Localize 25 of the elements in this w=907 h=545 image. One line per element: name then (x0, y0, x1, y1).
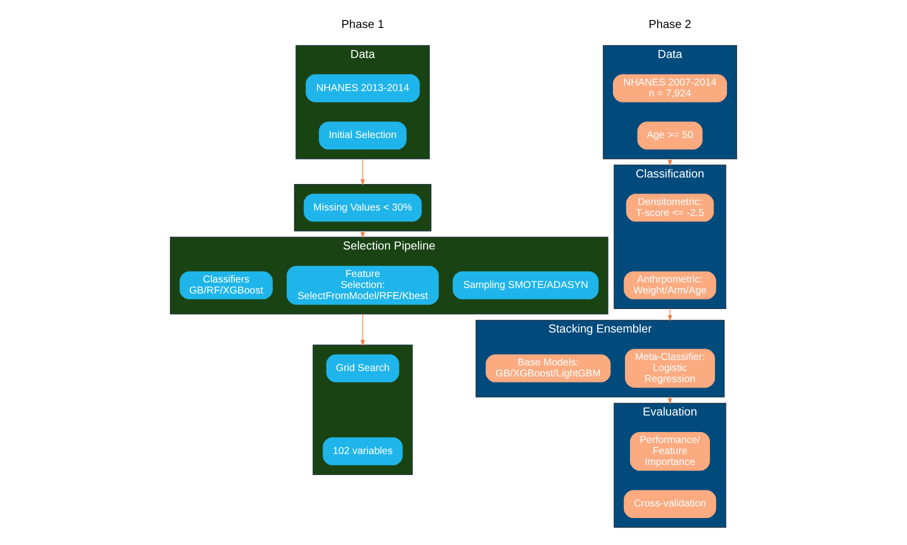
cluster (294, 184, 432, 232)
arrow (668, 158, 672, 166)
arrow (668, 308, 672, 322)
node-box: Age >= 50 (637, 122, 703, 150)
node-box: Sampling SMOTE/ADASYN (452, 271, 599, 300)
node-box: NHANES 2007-2014 n = 7,924 (612, 74, 727, 102)
node-box: Anthrpometric: Weight/Arm/Age (624, 271, 716, 300)
node-box: Missing Values < 30% (304, 194, 422, 222)
node-box: Feature Selection: SelectFromModel/RFE/Kbest (286, 266, 439, 305)
node-box: Base Models: GB/XGBoost/LightGBM (486, 354, 611, 382)
label: Phase 2 (648, 18, 692, 32)
node-box: Initial Selection (318, 122, 407, 150)
node-box: Classifiers GB/RF/XGBoost (180, 271, 273, 300)
cluster (312, 344, 413, 475)
label: Phase 1 (341, 18, 384, 32)
node-box: 102 variables (322, 437, 403, 466)
node-box: Grid Search (326, 354, 400, 382)
arrow (668, 396, 672, 404)
node-box: NHANES 2013-2014 (306, 74, 420, 102)
node-box: Performance/ Feature Importance (630, 432, 710, 471)
node-box: Cross-validation (624, 490, 716, 518)
node-box: Densitometric: T-score <= -2.5 (626, 194, 714, 222)
arrow (360, 314, 365, 346)
arrow (360, 158, 365, 186)
node-box: Meta-Classifier: Logistic Regression (624, 348, 715, 388)
